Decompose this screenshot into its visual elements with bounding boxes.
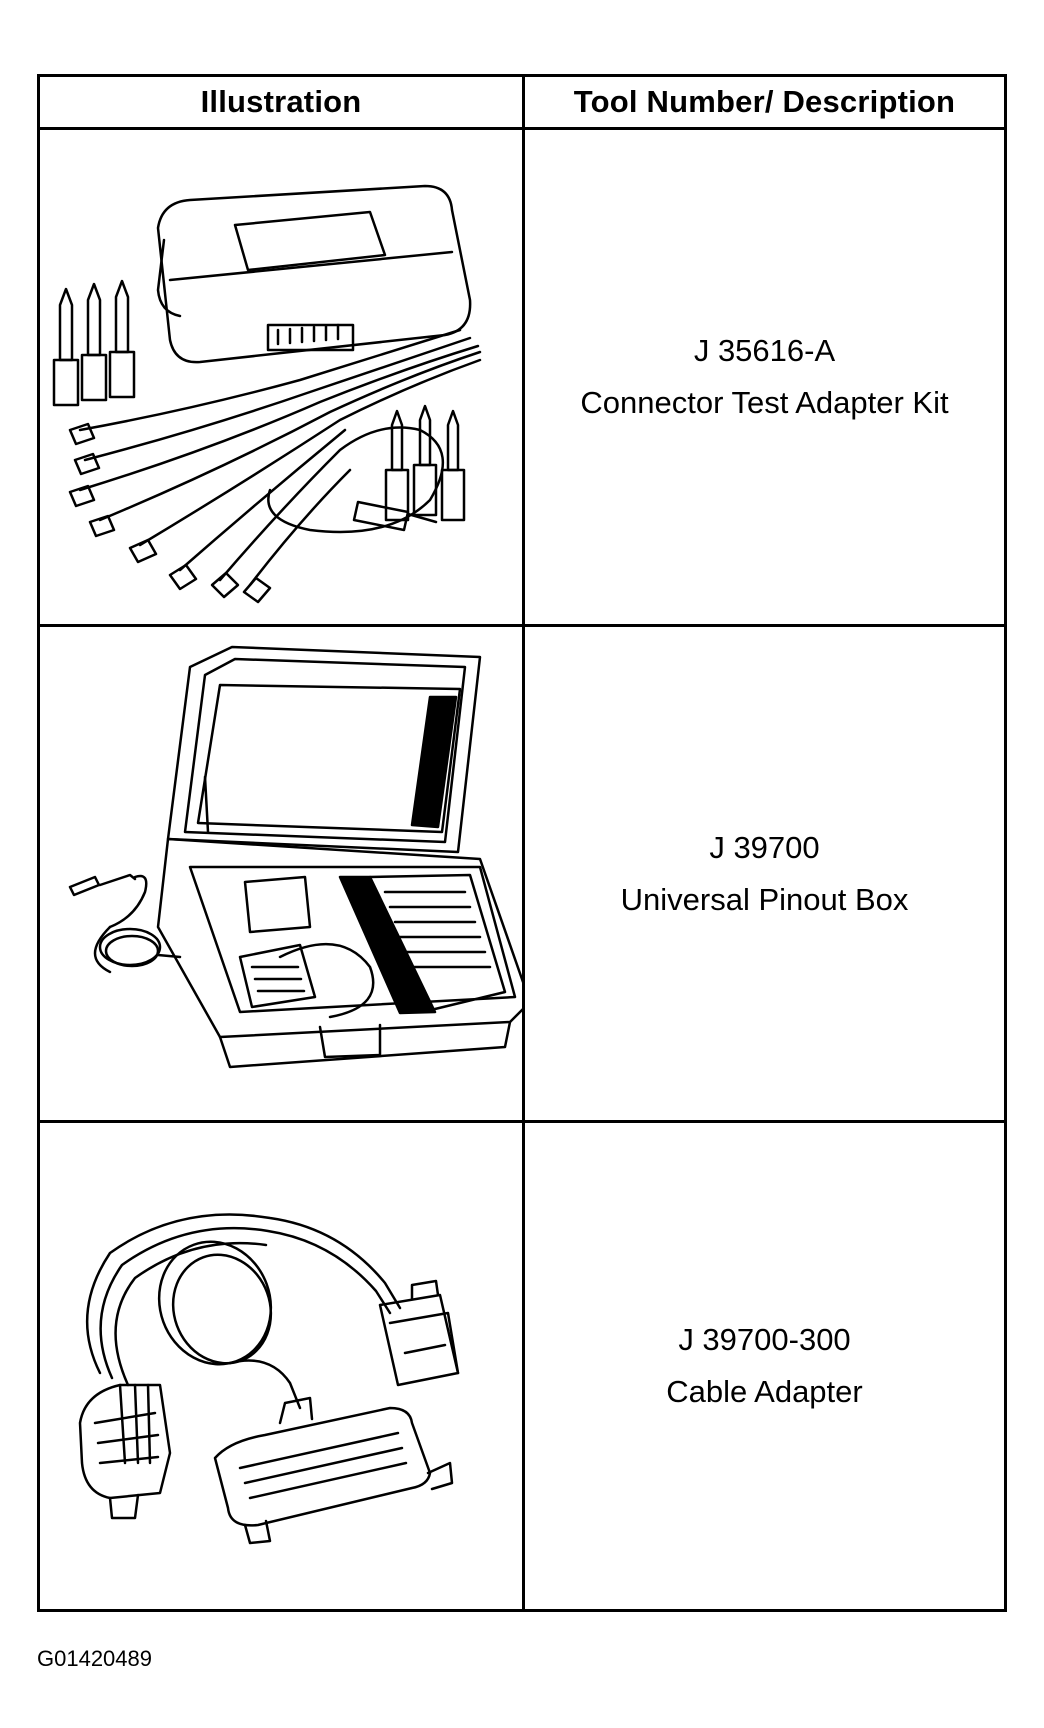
tool-description: Universal Pinout Box	[620, 881, 909, 917]
table-row: J 35616-A Connector Test Adapter Kit	[40, 130, 1004, 624]
row-divider	[40, 624, 1004, 627]
row-divider	[40, 1120, 1004, 1123]
illustration-column-header: Illustration	[200, 84, 362, 119]
header-divider	[40, 127, 1004, 130]
tool-description: Connector Test Adapter Kit	[580, 385, 949, 420]
tool-number: J 39700	[709, 829, 820, 865]
tool-description-cell: J 39700 Universal Pinout Box	[525, 627, 1004, 1120]
table-row: J 39700 Universal Pinout Box	[40, 627, 1004, 1120]
table-row: J 39700-300 Cable Adapter	[40, 1123, 1004, 1609]
tool-number: J 39700-300	[678, 1322, 851, 1357]
figure-id: G01420489	[37, 1646, 152, 1671]
tool-description-cell: J 39700-300 Cable Adapter	[525, 1123, 1004, 1609]
tool-description: Cable Adapter	[666, 1374, 863, 1409]
universal-pinout-box-icon	[40, 627, 522, 1120]
connector-test-adapter-kit-icon	[40, 130, 522, 624]
cable-adapter-icon	[40, 1123, 522, 1609]
tool-description-cell: J 35616-A Connector Test Adapter Kit	[525, 130, 1004, 624]
column-divider	[522, 77, 525, 1609]
tool-number: J 35616-A	[693, 333, 836, 368]
tool-table: Illustration Tool Number/ Description	[37, 74, 1007, 1612]
description-column-header: Tool Number/ Description	[573, 84, 956, 119]
